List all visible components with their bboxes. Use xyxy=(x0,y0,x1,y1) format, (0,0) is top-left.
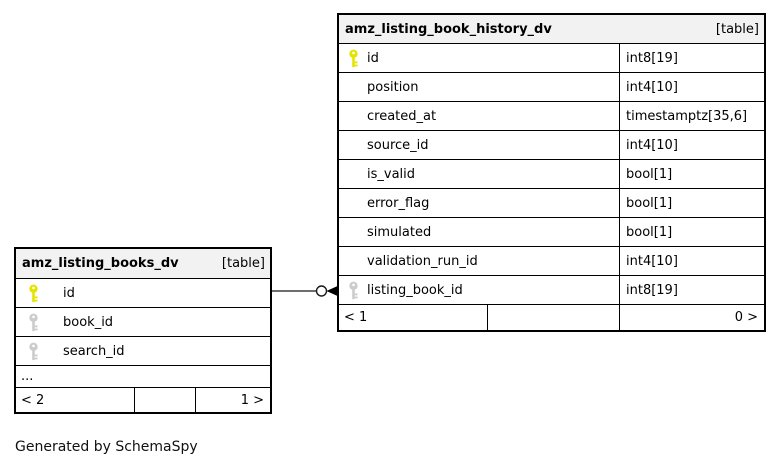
table-title: amz_listing_book_history_dv xyxy=(345,21,552,37)
table-row: search_id xyxy=(16,337,270,366)
key-cell xyxy=(339,281,367,300)
foreign-key-icon xyxy=(29,342,38,360)
column-name: is_valid xyxy=(367,166,416,182)
table-row: source_id int4[10] xyxy=(339,131,764,160)
table-row: validation_run_id int4[10] xyxy=(339,247,764,276)
table-row: listing_book_id int8[19] xyxy=(339,276,764,305)
relationship-arrowhead xyxy=(326,286,337,296)
foreign-key-icon xyxy=(29,313,38,331)
column-name: simulated xyxy=(367,224,432,240)
table-node-books[interactable]: amz_listing_books_dv [table] id xyxy=(14,247,272,414)
column-type: int4[10] xyxy=(619,73,764,101)
table-type-badge: [table] xyxy=(221,256,265,271)
footer-spacer-cell xyxy=(488,305,620,330)
column-type: timestamptz[35,6] xyxy=(619,102,764,130)
table-row: created_at timestamptz[35,6] xyxy=(339,102,764,131)
key-cell xyxy=(339,49,367,68)
table-footer: < 2 1 > xyxy=(16,388,270,412)
column-type: bool[1] xyxy=(619,189,764,217)
table-type-badge: [table] xyxy=(715,21,759,37)
primary-key-icon xyxy=(349,49,358,67)
table-title: amz_listing_books_dv xyxy=(22,256,179,271)
column-type: int4[10] xyxy=(619,247,764,275)
primary-key-icon xyxy=(29,284,38,302)
column-name: book_id xyxy=(63,314,114,330)
hidden-columns-ellipsis: ... xyxy=(16,366,270,388)
table-row: simulated bool[1] xyxy=(339,218,764,247)
column-name: source_id xyxy=(367,137,429,153)
column-name: error_flag xyxy=(367,195,430,211)
column-name: listing_book_id xyxy=(367,282,463,298)
table-header[interactable]: amz_listing_books_dv [table] xyxy=(16,249,270,279)
column-name: created_at xyxy=(367,108,437,124)
child-relationships-count: 1 > xyxy=(240,392,264,408)
table-row: id xyxy=(16,279,270,308)
table-row: error_flag bool[1] xyxy=(339,189,764,218)
column-type: bool[1] xyxy=(619,218,764,246)
table-row: position int4[10] xyxy=(339,73,764,102)
column-name: search_id xyxy=(63,343,125,359)
foreign-key-icon xyxy=(349,281,358,299)
table-header[interactable]: amz_listing_book_history_dv [table] xyxy=(339,15,764,44)
column-name: validation_run_id xyxy=(367,253,478,269)
key-cell xyxy=(16,284,63,303)
column-type: int8[19] xyxy=(619,44,764,72)
column-name: id xyxy=(63,285,75,301)
relationship-circle-end xyxy=(315,285,328,297)
column-type: int4[10] xyxy=(619,131,764,159)
footer-spacer-cell xyxy=(135,388,196,412)
table-footer: < 1 0 > xyxy=(339,305,764,330)
parent-relationships-count: < 2 xyxy=(16,388,135,412)
table-row: id int8[19] xyxy=(339,44,764,73)
column-name: id xyxy=(367,50,379,66)
child-relationships-count: 0 > xyxy=(734,310,758,325)
column-type: bool[1] xyxy=(619,160,764,188)
table-node-history[interactable]: amz_listing_book_history_dv [table] id i… xyxy=(337,13,766,332)
generator-credit: Generated by SchemaSpy xyxy=(15,439,198,455)
key-cell xyxy=(16,342,63,361)
column-type: int8[19] xyxy=(619,276,764,304)
parent-relationships-count: < 1 xyxy=(339,305,488,330)
table-row: is_valid bool[1] xyxy=(339,160,764,189)
key-cell xyxy=(16,313,63,332)
column-name: position xyxy=(367,79,419,95)
table-row: book_id xyxy=(16,308,270,337)
